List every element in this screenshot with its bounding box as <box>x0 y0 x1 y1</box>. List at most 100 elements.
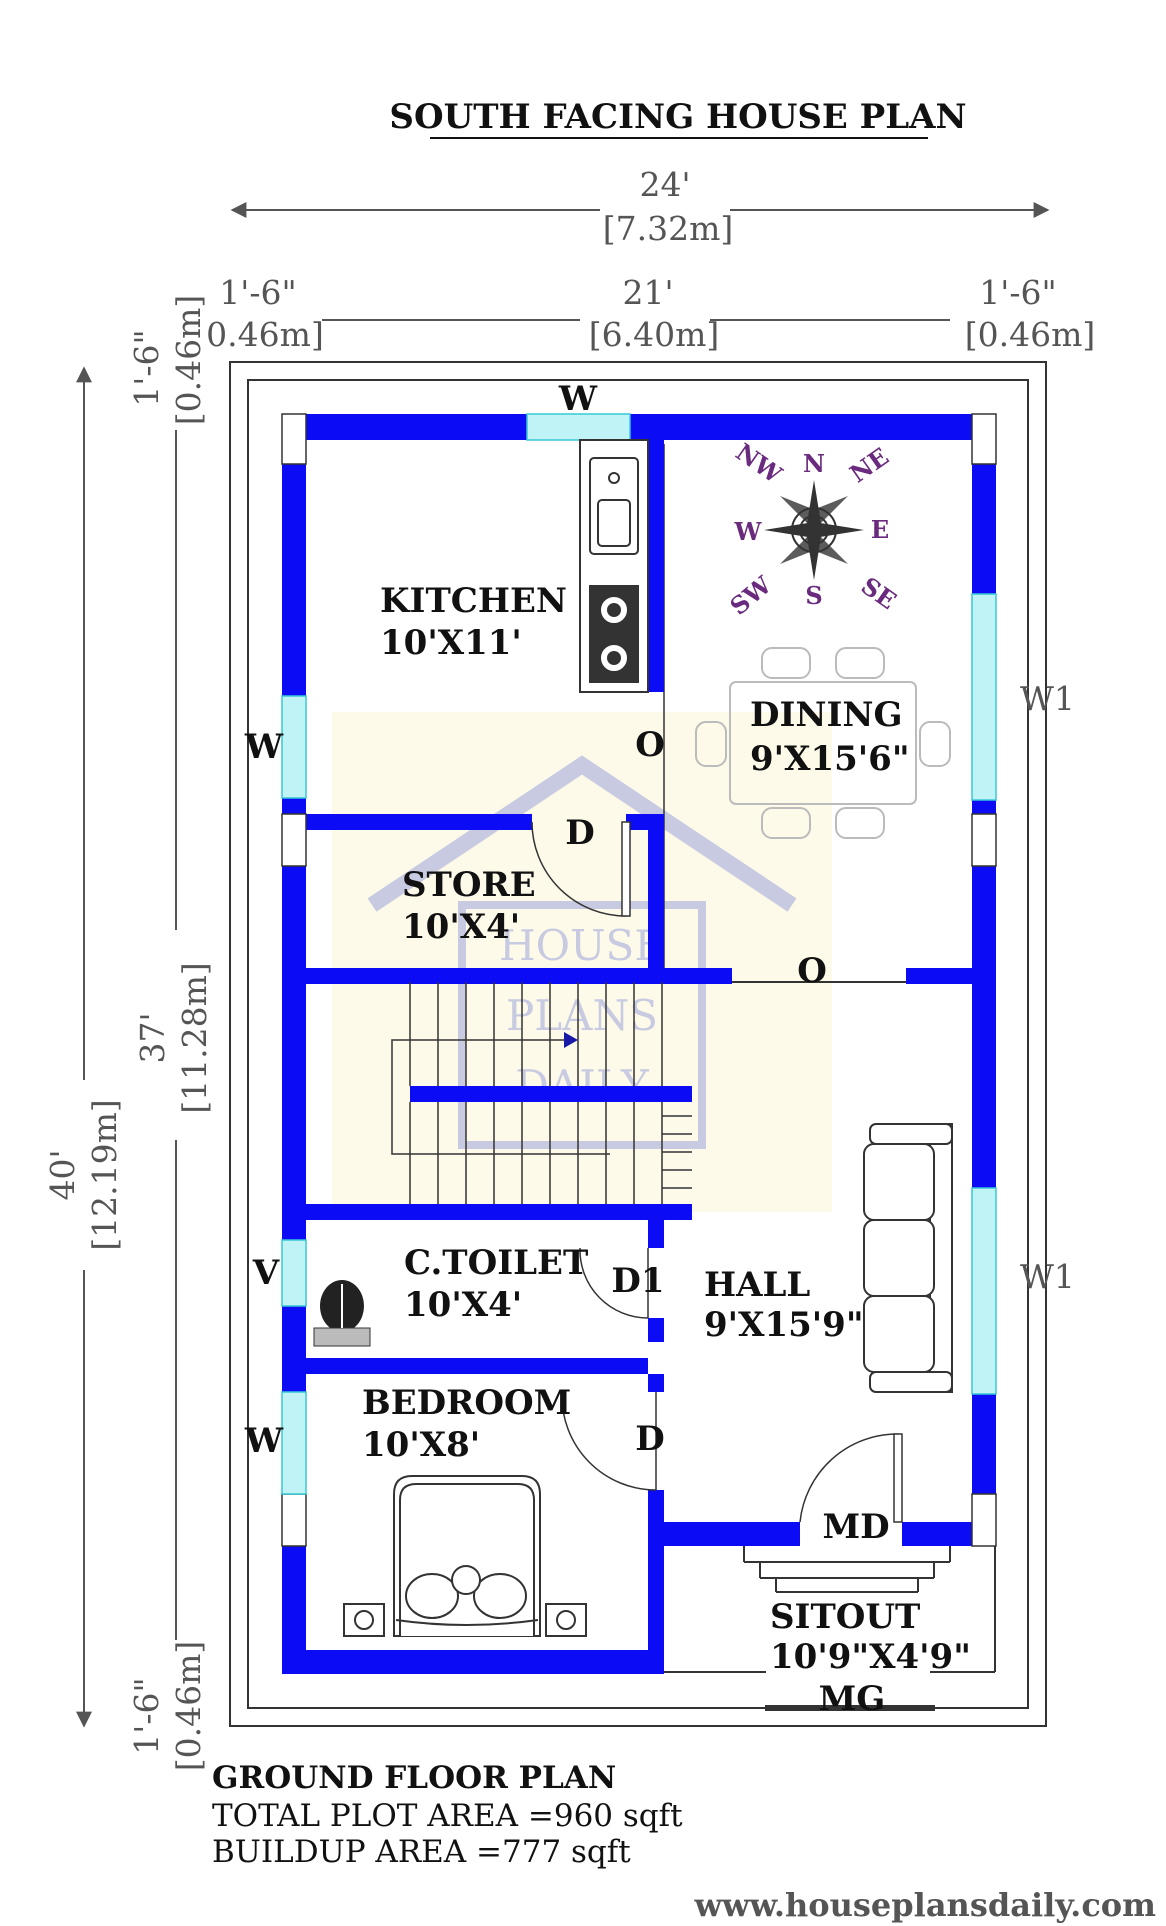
plot-boundary-inner <box>247 379 1029 1709</box>
setback-left-ft: 1'-6" <box>219 273 296 312</box>
compass-ne: NE <box>844 442 894 489</box>
door-bedroom-swing <box>561 1393 657 1491</box>
total-width-m: [7.32m] <box>603 209 734 248</box>
setback-bottom-m: [0.46m] <box>169 1641 208 1772</box>
door-store-label: D <box>565 813 594 853</box>
website-url: www.houseplansdaily.com <box>693 1886 1156 1924</box>
total-width-ft: 24' <box>639 165 690 204</box>
bedroom-size: 10'X8' <box>362 1425 480 1465</box>
total-depth-m: [12.19m] <box>85 1099 124 1251</box>
kitchen-counter <box>579 439 649 693</box>
compass-sw: SW <box>724 569 777 620</box>
hall-size: 9'X15'9" <box>704 1305 864 1345</box>
kitchen-size: 10'X11' <box>380 623 522 663</box>
wall-toilet-right-top <box>648 1220 664 1248</box>
doors <box>531 821 903 1523</box>
door-toilet-label: D1 <box>611 1261 664 1301</box>
sitout-steps <box>743 1546 951 1593</box>
door-toilet-swing <box>579 1247 649 1319</box>
inner-width-ft: 21' <box>622 273 673 312</box>
store-label: STORE <box>402 865 536 905</box>
setback-right-ft: 1'-6" <box>979 273 1056 312</box>
sink-icon <box>589 457 639 555</box>
opening-dining-label: O <box>797 951 827 991</box>
wall-right-1 <box>972 464 996 594</box>
dining-size: 9'X15'6" <box>750 739 910 779</box>
wall-toilet-right-bottom <box>648 1318 664 1342</box>
opening-kitchen-label: O <box>635 725 665 765</box>
window-top <box>526 413 631 441</box>
buildup-area: BUILDUP AREA =777 sqft <box>212 1834 631 1870</box>
wall-stair-top-right <box>906 968 972 984</box>
store-size: 10'X4' <box>402 907 520 947</box>
wall-hall-bottom-left <box>664 1522 800 1546</box>
setback-left-m: 0.46m] <box>206 315 324 354</box>
window-kitchen-label: W <box>244 727 284 767</box>
wall-store-top-right <box>626 814 664 830</box>
sitout-label: SITOUT <box>770 1597 920 1637</box>
wall-stair-top-left <box>282 968 732 984</box>
window-top-label: W <box>558 379 598 419</box>
toilet-size: 10'X4' <box>404 1285 522 1325</box>
wall-bedroom-right-top <box>648 1374 664 1392</box>
setback-top-m: [0.46m] <box>169 295 208 426</box>
stair-direction-line <box>391 1039 610 1155</box>
toilet-icon <box>313 1280 371 1347</box>
setback-bottom-ft: 1'-6" <box>127 1677 166 1754</box>
wall-right-3 <box>972 866 996 1188</box>
main-door-label: MD <box>822 1507 889 1547</box>
window-dining <box>971 593 997 801</box>
wall-right-2 <box>972 800 996 814</box>
watermark-line-2: PLANS <box>506 991 658 1040</box>
wall-top-left <box>282 414 527 440</box>
compass-n: N <box>803 449 825 478</box>
compass-icon: N S W E NW NE SW SE <box>724 437 902 621</box>
watermark-line-3: DAILY <box>515 1061 650 1110</box>
wall-top-right <box>630 414 972 440</box>
sitout-size: 10'9"X4'9" <box>770 1637 971 1677</box>
setback-right-m: [0.46m] <box>965 315 1096 354</box>
inner-depth-ft: 37' <box>133 1012 172 1063</box>
plan-title: SOUTH FACING HOUSE PLAN <box>389 97 966 137</box>
toilet-label: C.TOILET <box>404 1243 588 1283</box>
staircase <box>391 982 692 1204</box>
bed-icon <box>343 1475 587 1637</box>
walls <box>282 414 996 1674</box>
window-bedroom <box>281 1391 307 1495</box>
compass-e: E <box>871 515 889 544</box>
dining-table-icon <box>695 647 951 839</box>
wall-store-top-left <box>306 814 532 830</box>
floor-heading: GROUND FLOOR PLAN <box>212 1760 616 1796</box>
window-dining-label: W1 <box>1020 679 1075 718</box>
window-hall <box>971 1187 997 1395</box>
stair-arrow-icon <box>564 1032 578 1048</box>
window-hall-label: W1 <box>1020 1257 1075 1296</box>
compass-w: W <box>734 517 763 546</box>
plot-area: TOTAL PLOT AREA =960 sqft <box>212 1798 683 1834</box>
hall-label: HALL <box>704 1265 810 1305</box>
main-gate-label: MG <box>819 1679 886 1719</box>
sofa-icon <box>863 1123 953 1393</box>
kitchen-label: KITCHEN <box>380 581 567 621</box>
compass-s: S <box>805 581 822 610</box>
wall-store-right <box>648 830 664 982</box>
bedroom-label: BEDROOM <box>362 1383 571 1423</box>
inner-depth-m: [11.28m] <box>175 962 214 1114</box>
wall-hall-bottom-right <box>902 1522 972 1546</box>
inner-width-m: [6.40m] <box>589 315 720 354</box>
door-store-swing <box>531 821 627 917</box>
window-bedroom-label: W <box>244 1421 284 1461</box>
dining-label: DINING <box>750 695 903 735</box>
wall-stair-bottom <box>306 1204 692 1220</box>
wall-bedroom-right-bottom <box>648 1490 664 1674</box>
wall-bottom <box>282 1650 664 1674</box>
wall-stair-left <box>290 982 306 1212</box>
windows <box>281 413 997 1495</box>
wall-left-4 <box>282 1306 306 1392</box>
watermark: HOUSE PLANS DAILY <box>332 712 832 1212</box>
total-depth-ft: 40' <box>43 1149 82 1200</box>
compass-nw: NW <box>731 437 789 489</box>
setback-top-ft: 1'-6" <box>127 329 166 406</box>
wall-right-4 <box>972 1394 996 1494</box>
